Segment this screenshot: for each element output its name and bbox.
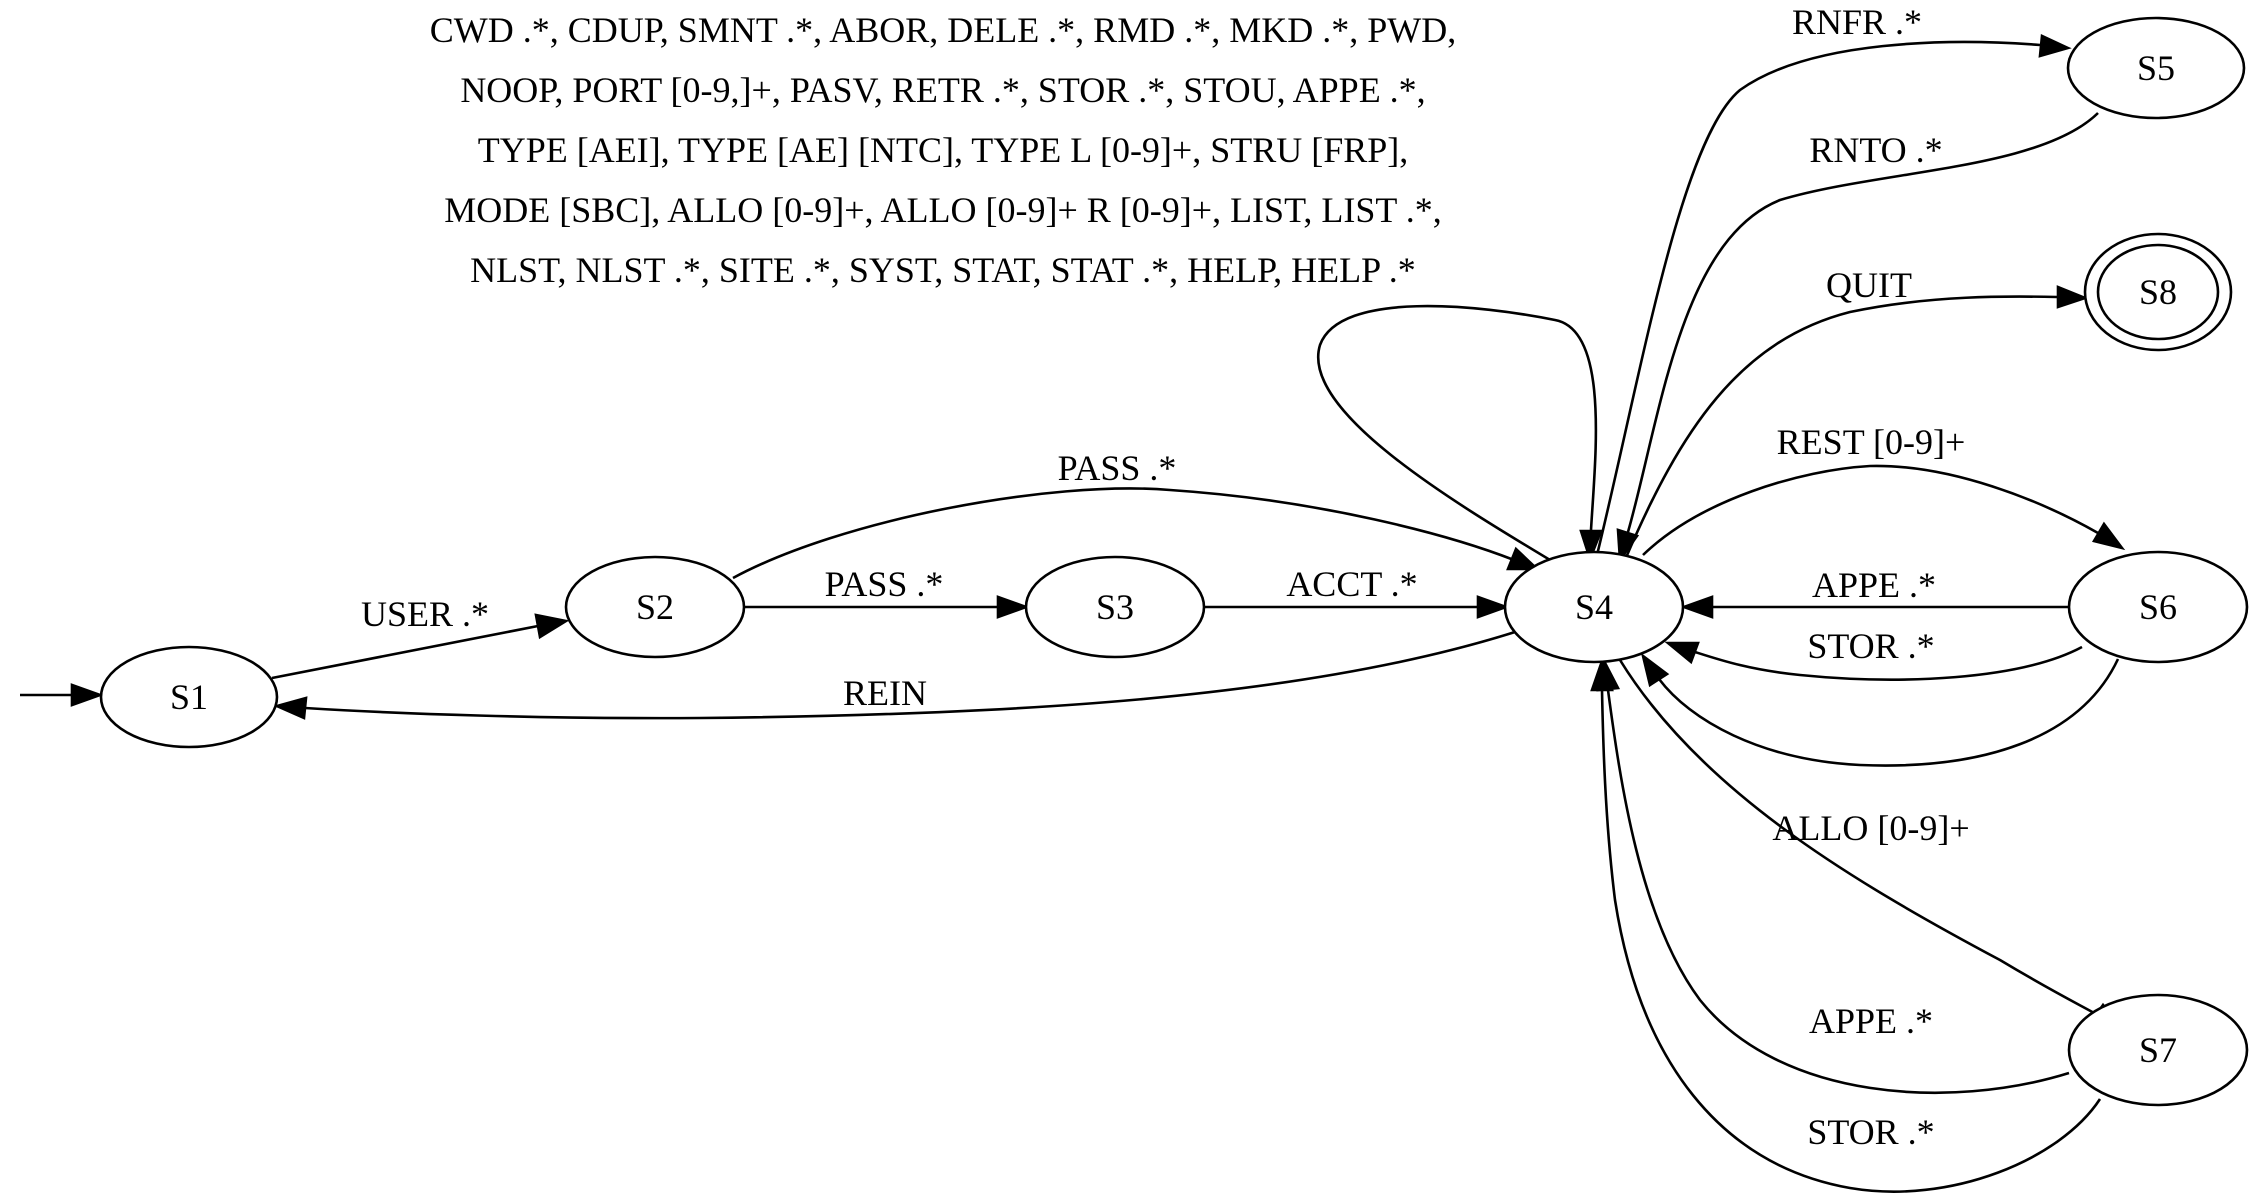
edge-s7-s4-stor: STOR .* xyxy=(1590,657,2102,1193)
edge-label-appe-s6: APPE .* xyxy=(1812,565,1936,605)
self-loop-label-line-5: NLST, NLST .*, SITE .*, SYST, STAT, STAT… xyxy=(470,250,1416,290)
state-s6-label: S6 xyxy=(2139,587,2177,627)
edge-s6-s4-stor: STOR .* xyxy=(1664,626,2083,681)
edge-label-rest: REST [0-9]+ xyxy=(1777,422,1966,462)
edge-label-rnfr: RNFR .* xyxy=(1792,2,1922,42)
state-s8-accepting: S8 xyxy=(2083,232,2233,352)
edge-s4-s1-rein: REIN xyxy=(273,630,1516,720)
edge-s4-s6-rest: REST [0-9]+ xyxy=(1642,422,2126,556)
state-s5-label: S5 xyxy=(2137,48,2175,88)
state-s4-label: S4 xyxy=(1575,587,1613,627)
edge-s1-s2-user: USER .* xyxy=(271,594,570,680)
edge-label-acct: ACCT .* xyxy=(1286,564,1417,604)
state-s2-label: S2 xyxy=(636,587,674,627)
edge-s4-self-loop: CWD .*, CDUP, SMNT .*, ABOR, DELE .*, RM… xyxy=(430,10,1603,565)
state-s1-label: S1 xyxy=(170,677,208,717)
state-s6: S6 xyxy=(2067,550,2249,664)
edge-label-appe-s7: APPE .* xyxy=(1809,1001,1933,1041)
state-s7-label: S7 xyxy=(2139,1030,2177,1070)
self-loop-label-line-4: MODE [SBC], ALLO [0-9]+, ALLO [0-9]+ R [… xyxy=(444,190,1441,230)
edge-s2-s3-pass: PASS .* xyxy=(744,564,1030,619)
state-s8-label: S8 xyxy=(2139,272,2177,312)
edge-label-user: USER .* xyxy=(361,594,489,634)
edge-s4-s5-rnfr: RNFR .* xyxy=(1595,2,2072,556)
state-s1: S1 xyxy=(99,645,279,749)
self-loop-label-line-2: NOOP, PORT [0-9,]+, PASV, RETR .*, STOR … xyxy=(460,70,1425,110)
edge-s3-s4-acct: ACCT .* xyxy=(1204,564,1510,619)
edge-s5-s4-rnto: RNTO .* xyxy=(1616,112,2099,564)
state-s5: S5 xyxy=(2066,16,2246,120)
edge-s4-s7-allo: ALLO [0-9]+ xyxy=(1618,659,2124,1032)
edge-label-quit: QUIT xyxy=(1826,265,1912,305)
edge-label-pass-s2-s4: PASS .* xyxy=(1058,448,1177,488)
edge-label-stor-s6: STOR .* xyxy=(1807,626,1934,666)
edge-label-rnto: RNTO .* xyxy=(1809,130,1942,170)
edge-s6-s4-retr xyxy=(1640,652,2120,767)
edge-s6-s4-appe: APPE .* xyxy=(1680,565,2071,619)
edge-label-allo: ALLO [0-9]+ xyxy=(1772,808,1969,848)
edge-s4-s8-quit: QUIT xyxy=(1623,265,2089,561)
edge-label-stor-s7: STOR .* xyxy=(1807,1112,1934,1152)
edge-s2-s4-pass: PASS .* xyxy=(732,448,1541,580)
self-loop-label-line-3: TYPE [AEI], TYPE [AE] [NTC], TYPE L [0-9… xyxy=(478,130,1409,170)
edge-label-pass-s2-s3: PASS .* xyxy=(825,564,944,604)
start-arrow xyxy=(20,683,104,707)
edge-label-rein: REIN xyxy=(843,673,927,713)
state-s3-label: S3 xyxy=(1096,587,1134,627)
state-s3: S3 xyxy=(1024,555,1206,659)
self-loop-label-line-1: CWD .*, CDUP, SMNT .*, ABOR, DELE .*, RM… xyxy=(430,10,1456,50)
state-s2: S2 xyxy=(564,555,746,659)
state-s4: S4 xyxy=(1503,550,1685,664)
state-s7: S7 xyxy=(2067,993,2249,1107)
